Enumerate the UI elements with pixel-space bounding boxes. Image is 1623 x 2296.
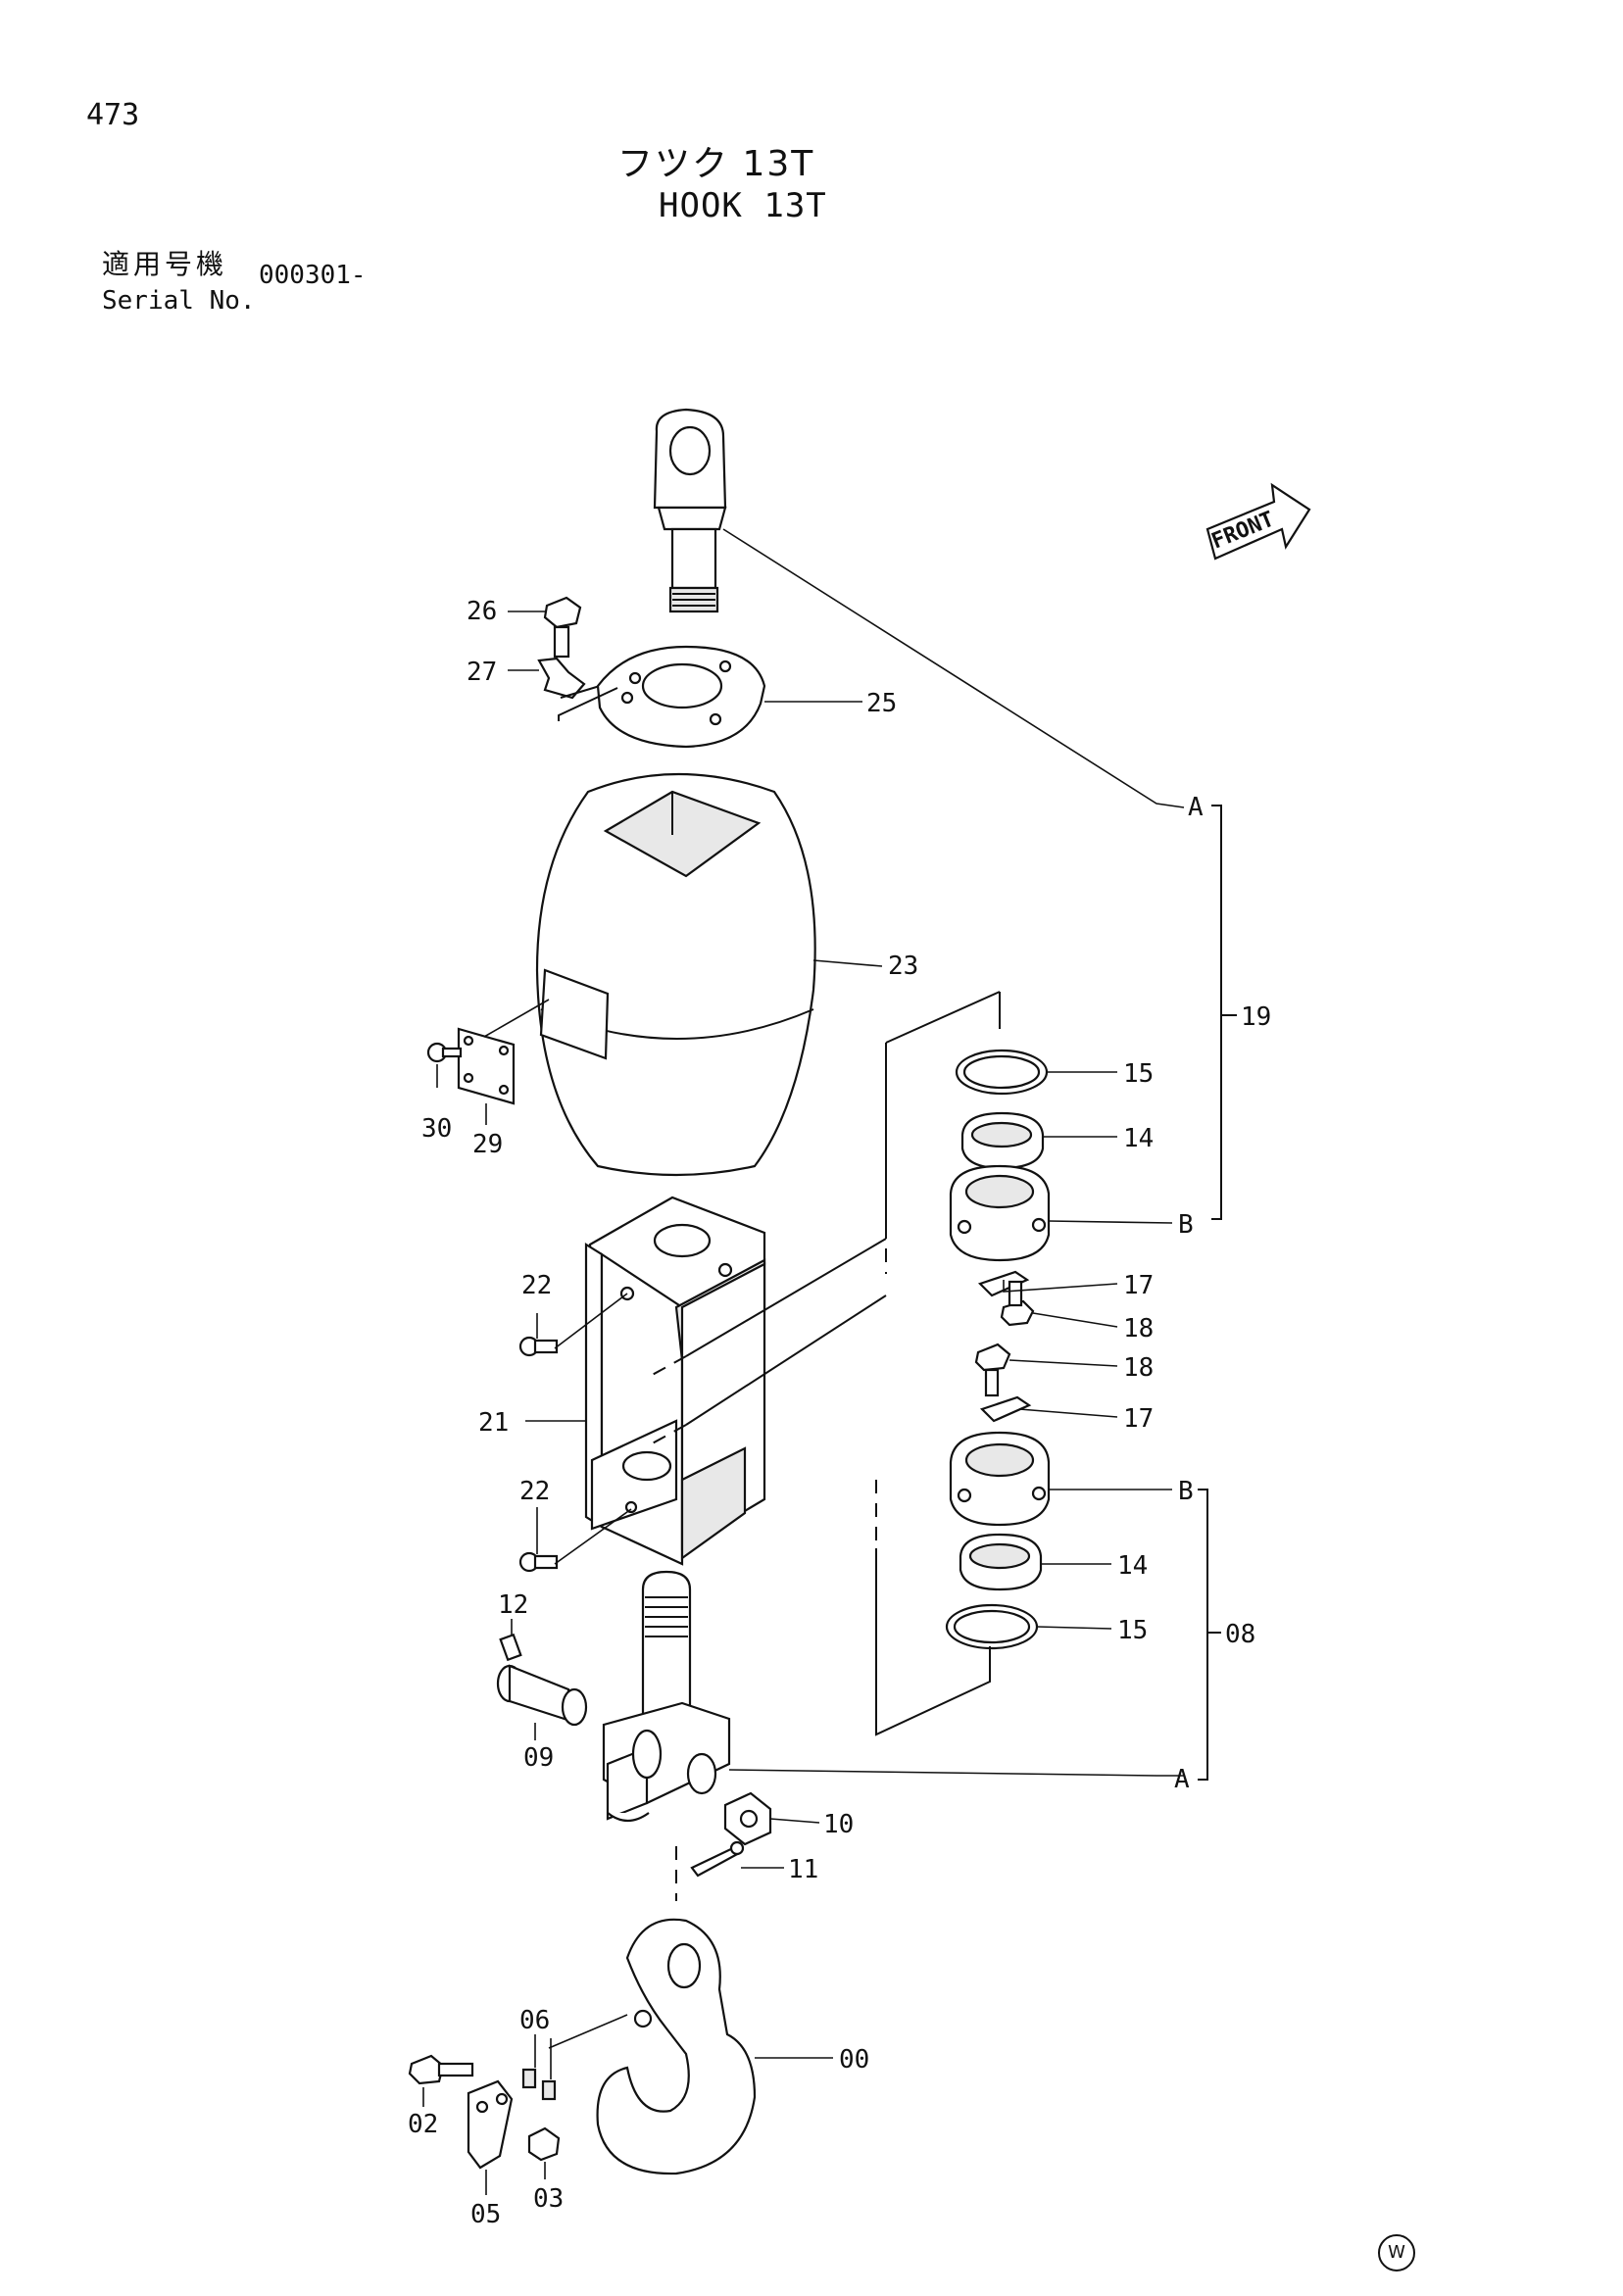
callout-a-upper: A bbox=[1188, 793, 1204, 822]
serial-label-jp: 適用号機 bbox=[102, 248, 228, 280]
bolt-02 bbox=[408, 2054, 474, 2085]
trunnion-shank bbox=[602, 1570, 731, 1823]
callout-23: 23 bbox=[888, 952, 918, 981]
lock-plate-27 bbox=[537, 657, 601, 700]
plate-29 bbox=[457, 1027, 516, 1105]
counterweight-23 bbox=[535, 772, 816, 1177]
lower-bearing-stack bbox=[945, 1431, 1051, 1650]
callout-08: 08 bbox=[1225, 1620, 1255, 1649]
serial-value: 000301- bbox=[259, 261, 367, 290]
callout-30: 30 bbox=[421, 1114, 452, 1144]
callout-06: 06 bbox=[519, 2006, 550, 2035]
hook-00 bbox=[596, 1918, 757, 2175]
bolt-18-lower bbox=[974, 1343, 1011, 1397]
callout-03: 03 bbox=[533, 2184, 564, 2214]
bolt-26 bbox=[543, 596, 582, 659]
callout-14-upper: 14 bbox=[1123, 1124, 1154, 1153]
upper-bearing-stack bbox=[949, 1049, 1051, 1262]
callout-29: 29 bbox=[472, 1130, 503, 1159]
callout-18-lower: 18 bbox=[1123, 1353, 1154, 1383]
cotter-pin-11 bbox=[690, 1840, 745, 1878]
callout-05: 05 bbox=[470, 2200, 501, 2229]
spring-06 bbox=[521, 2068, 557, 2101]
callout-02: 02 bbox=[408, 2110, 438, 2139]
callout-11: 11 bbox=[788, 1855, 818, 1884]
serial-label-en: Serial No. bbox=[102, 286, 256, 316]
callout-09: 09 bbox=[523, 1743, 554, 1773]
page-number: 473 bbox=[86, 98, 140, 132]
front-arrow-icon: FRONT bbox=[1205, 482, 1311, 561]
plate-25 bbox=[558, 645, 766, 749]
castle-nut-10 bbox=[723, 1791, 772, 1846]
callout-15-lower: 15 bbox=[1117, 1616, 1148, 1645]
pin-09 bbox=[496, 1664, 588, 1727]
lock-plate-17-lower bbox=[979, 1395, 1032, 1423]
callout-10: 10 bbox=[823, 1810, 854, 1839]
callout-15-upper: 15 bbox=[1123, 1059, 1154, 1089]
key-12 bbox=[499, 1633, 522, 1662]
callout-25: 25 bbox=[866, 689, 897, 718]
callout-00: 00 bbox=[839, 2045, 869, 2075]
callout-19: 19 bbox=[1241, 1002, 1271, 1032]
callout-17-lower: 17 bbox=[1123, 1404, 1154, 1434]
brand-mark-icon: W bbox=[1378, 2234, 1415, 2272]
page-title-jp: フツク 13T bbox=[617, 144, 815, 184]
callout-22-upper: 22 bbox=[521, 1271, 552, 1300]
latch-05 bbox=[467, 2079, 514, 2170]
screw-30 bbox=[426, 1042, 463, 1063]
callout-b-lower: B bbox=[1178, 1477, 1194, 1506]
callout-a-lower: A bbox=[1174, 1765, 1190, 1794]
nut-03 bbox=[527, 2126, 561, 2162]
grease-nipple-22-upper bbox=[518, 1336, 559, 1357]
grease-nipple-22-lower bbox=[518, 1551, 559, 1573]
callout-b-upper: B bbox=[1178, 1210, 1194, 1240]
bolt-18-upper bbox=[1000, 1280, 1035, 1327]
callout-12: 12 bbox=[498, 1590, 528, 1620]
frame-21 bbox=[584, 1196, 766, 1566]
top-shackle bbox=[653, 408, 727, 613]
callout-21: 21 bbox=[478, 1408, 509, 1438]
callout-14-lower: 14 bbox=[1117, 1551, 1148, 1581]
callout-27: 27 bbox=[467, 658, 497, 687]
page-title-en: HOOK 13T bbox=[659, 186, 827, 225]
callout-17-upper: 17 bbox=[1123, 1271, 1154, 1300]
callout-22-lower: 22 bbox=[519, 1477, 550, 1506]
callout-26: 26 bbox=[467, 597, 497, 626]
callout-18-upper: 18 bbox=[1123, 1314, 1154, 1343]
